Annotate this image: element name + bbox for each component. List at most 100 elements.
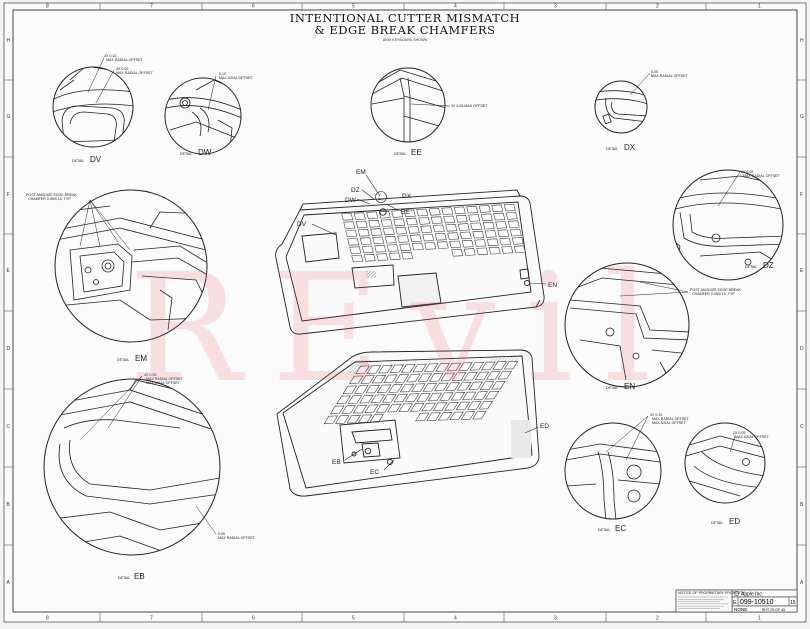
key: [461, 391, 477, 401]
eb-caption-prefix: DETAIL: [118, 576, 130, 580]
zone-col-label: 5: [352, 616, 355, 622]
key: [482, 221, 495, 230]
key: [484, 230, 497, 238]
dw-caption-prefix: DETAIL: [180, 152, 192, 156]
key: [456, 382, 472, 391]
callout-ec: EC: [370, 469, 379, 476]
key: [424, 242, 437, 250]
detail-ec: 4X 0.10 MAX RADIAL OFFSET MAX AXIAL OFFS…: [564, 413, 690, 533]
key: [497, 370, 513, 380]
key: [394, 374, 410, 383]
dx-caption-prefix: DETAIL: [606, 147, 618, 151]
dx-note-2: MAX RADIAL OFFSET: [651, 74, 689, 78]
key: [405, 217, 418, 226]
key: [493, 212, 506, 221]
key: [432, 402, 448, 411]
dv-caption-letters: DV: [90, 155, 102, 164]
key: [468, 214, 481, 222]
detail-dv: 2X 0.10 MAX RADIAL OFFSET 4X 0.02 MAX RA…: [52, 54, 154, 164]
key: [513, 245, 526, 253]
zone-col-label: 2: [656, 4, 659, 10]
watermark: REvil: [128, 242, 681, 416]
zone-row-label: F: [7, 192, 10, 198]
zone-row-label: H: [800, 38, 804, 44]
key: [372, 236, 385, 245]
zone-row-label: D: [800, 346, 804, 352]
callouts: [311, 174, 547, 471]
en-note-2: CHAMFER 0.05/0.15, TYP: [692, 292, 735, 296]
key: [387, 403, 402, 413]
key: [409, 403, 425, 412]
key: [470, 222, 483, 231]
key: [423, 363, 439, 372]
ee-caption-prefix: DETAIL: [394, 152, 406, 156]
key: [416, 208, 429, 217]
ec-caption-prefix: DETAIL: [598, 528, 610, 532]
eb-note-2: MAX RADIAL OFFSET: [146, 377, 184, 381]
drawing-title-line2: & EDGE BREAK CHAMFERS: [314, 23, 495, 37]
key: [415, 412, 430, 422]
key: [366, 365, 382, 374]
key: [384, 235, 397, 244]
detail-em: POST ANODIZE EDGE BREAK CHAMFER 0.05/0.1…: [26, 189, 208, 363]
ee-note-1: 2X 0.05 MAX OFFSET: [451, 104, 488, 108]
bottom-case-assembly: [276, 349, 540, 497]
drawing-subtitle: ANSI KEYBOARD SHOWN: [383, 38, 428, 42]
zone-col-label: 3: [554, 616, 557, 622]
zone-row-label: H: [7, 38, 11, 44]
key: [463, 248, 476, 256]
key: [420, 225, 433, 233]
zone-col-label: 2: [656, 616, 659, 622]
key: [376, 384, 392, 393]
zone-col-label: 1: [758, 4, 761, 10]
callout-dv: DV: [297, 221, 307, 228]
key: [409, 234, 422, 242]
key: [440, 372, 455, 382]
zone-col-label: 8: [46, 616, 49, 622]
key: [364, 404, 379, 413]
ec-note-1: 4X 0.10: [650, 413, 662, 417]
key: [488, 246, 501, 255]
callout-labels: EM DZ DX DW EE DV EN ED EB EC: [297, 169, 557, 476]
en-caption-prefix: DETAIL: [606, 386, 618, 390]
sheet-size: E: [733, 600, 737, 606]
key: [395, 226, 408, 235]
key: [336, 395, 351, 405]
key: [418, 217, 431, 225]
dv-note-3: 4X 0.02: [116, 67, 128, 71]
callout-dx: DX: [402, 193, 412, 200]
key: [434, 233, 447, 241]
key: [383, 374, 398, 383]
key: [397, 235, 410, 243]
key: [416, 393, 431, 402]
key: [335, 415, 350, 424]
key: [406, 373, 421, 383]
key: [455, 401, 471, 411]
key: [399, 243, 412, 251]
dw-caption-letters: DW: [198, 148, 212, 157]
key: [365, 384, 381, 394]
key: [447, 232, 460, 240]
zone-col-label: 7: [150, 616, 153, 622]
key: [486, 371, 501, 380]
key: [428, 208, 441, 216]
detail-dx: 0.05 MAX RADIAL OFFSET DETAIL DX: [594, 70, 689, 152]
zone-col-label: 6: [252, 4, 255, 10]
eb-note-1: 4X 0.05: [144, 373, 156, 377]
key: [351, 254, 364, 263]
key: [495, 221, 508, 229]
dw-note-1: 0.10: [219, 72, 226, 76]
title-block-text: NOTICE OF PROPRIETARY PROPERTY Apple Inc…: [678, 591, 796, 612]
key: [352, 404, 368, 414]
key: [388, 252, 401, 261]
detail-ed: 2X 0.05 MAX AXIAL OFFSET DETAIL ED: [684, 422, 770, 526]
scale: NONE: [734, 607, 747, 612]
key: [479, 381, 495, 390]
zone-row-label: D: [7, 346, 11, 352]
zone-col-label: 3: [554, 4, 557, 10]
callout-en: EN: [548, 282, 557, 289]
em-caption-prefix: DETAIL: [117, 358, 129, 362]
key: [451, 249, 464, 257]
key: [421, 402, 436, 412]
